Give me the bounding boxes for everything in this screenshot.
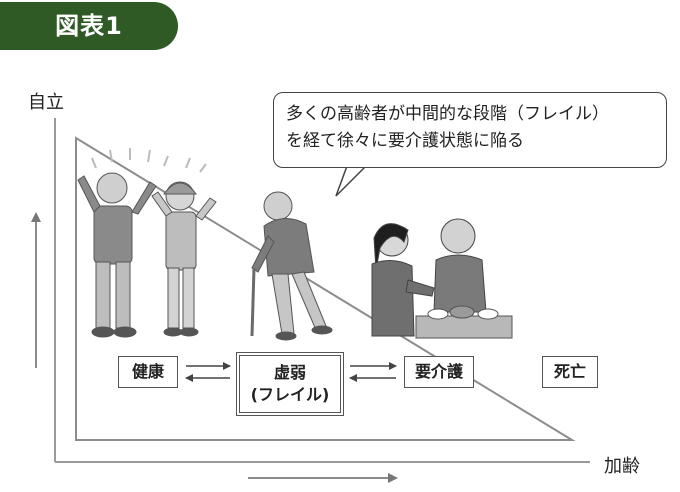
stage-frail-label-1: 虚弱 xyxy=(273,363,306,382)
callout-line-1: 多くの高齢者が中間的な段階（フレイル） xyxy=(286,104,609,124)
healthy-man-figure xyxy=(77,172,157,338)
caregiver-figure xyxy=(371,223,435,337)
callout-pointer xyxy=(335,165,367,197)
stage-healthy: 健康 xyxy=(118,356,178,388)
meal-table xyxy=(415,305,513,339)
frail-man-figure xyxy=(250,191,333,341)
stage-frail-label-2: (フレイル) xyxy=(250,385,330,404)
stage-care-label: 要介護 xyxy=(414,362,463,381)
stage-healthy-label: 健康 xyxy=(131,362,164,381)
callout-line-2: を経て徐々に要介護状態に陥る xyxy=(286,131,524,151)
figure-title: 図表1 xyxy=(0,2,178,50)
stage-death-label: 死亡 xyxy=(553,362,586,381)
stage-death: 死亡 xyxy=(542,356,598,388)
x-axis-label: 加齢 xyxy=(604,456,640,477)
healthy-woman-figure xyxy=(151,181,217,337)
care-receiver-figure xyxy=(433,218,487,313)
callout-bubble: 多くの高齢者が中間的な段階（フレイル） を経て徐々に要介護状態に陥る xyxy=(273,92,667,168)
stage-care: 要介護 xyxy=(404,356,474,388)
axes xyxy=(54,118,590,463)
y-axis-label: 自立 xyxy=(28,92,64,113)
decline-triangle xyxy=(75,136,576,441)
sparkle-lines xyxy=(91,148,207,173)
transition-arrows xyxy=(185,362,397,382)
stage-frail: 虚弱 (フレイル) xyxy=(236,352,344,416)
